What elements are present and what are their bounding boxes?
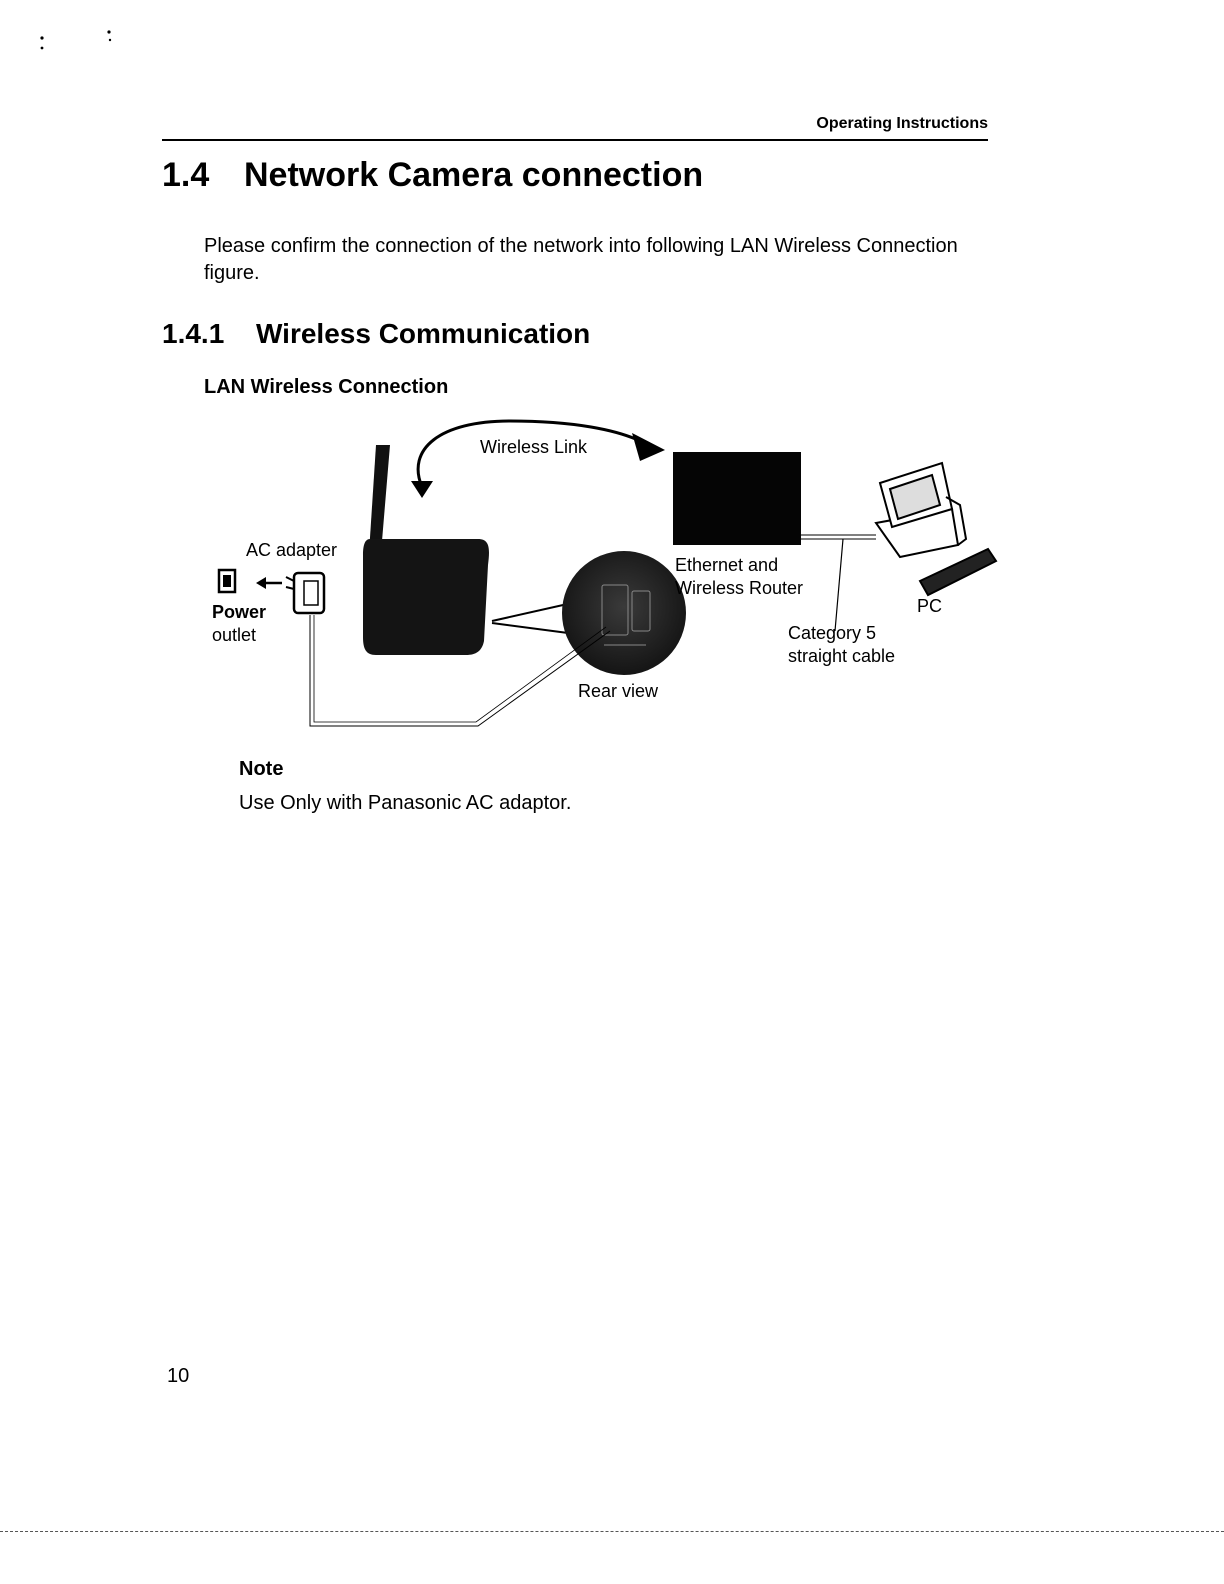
power-cable-inner [313,615,607,723]
router-label-line2: Wireless Router [675,578,803,598]
ac-adapter-body [292,571,326,615]
router-box [673,452,801,545]
wireless-link-arc [416,419,649,488]
section-title: Network Camera connection [244,156,704,194]
cable-callout-line [834,538,844,632]
section-number: 1.4 [162,156,210,194]
camera-antenna [369,445,390,553]
intro-paragraph: Please confirm the connection of the net… [204,235,958,284]
ac-adapter-label: AC adapter [246,540,337,560]
connection-diagram: Wireless Link Rear view AC adapter Power… [212,419,998,727]
scan-marks [40,30,112,50]
pc-illustration [874,461,998,597]
footer-rule [0,1531,1224,1532]
note-text: Use Only with Panasonic AC adaptor. [239,792,572,814]
running-header: Operating Instructions [816,115,988,132]
power-label: Power [212,602,266,622]
wireless-link-arrowhead-down [411,481,433,498]
subsection-title: Wireless Communication [256,318,591,349]
cable-label-line1: Category 5 [788,623,876,643]
note-title: Note [239,758,284,780]
camera-body [363,539,489,655]
subsection-number: 1.4.1 [162,318,225,349]
pc-label: PC [917,596,942,616]
router-label-line1: Ethernet and [675,555,778,575]
rear-view-zoom-line-top [491,602,573,622]
rear-view-zoom-line-bottom [491,622,569,634]
subsection-heading: 1.4.1 Wireless Communication [162,318,590,350]
outlet-label: outlet [212,625,256,645]
power-outlet-socket [223,575,231,587]
page-number: 10 [167,1365,190,1387]
rear-view-circle [562,551,686,675]
section-heading: 1.4 Network Camera connection [162,156,703,195]
rear-view-label: Rear view [578,681,659,701]
plug-arrowhead [256,577,266,589]
rear-view-ports [601,584,651,646]
wireless-link-label: Wireless Link [480,437,588,457]
ac-adapter-face [303,580,319,606]
header-rule [162,139,988,141]
figure-title: LAN Wireless Connection [204,376,449,398]
wireless-link-arrowhead-right [632,433,665,461]
cable-label-line2: straight cable [788,646,895,666]
power-cable [309,615,611,727]
ac-adapter-prongs [285,576,295,590]
